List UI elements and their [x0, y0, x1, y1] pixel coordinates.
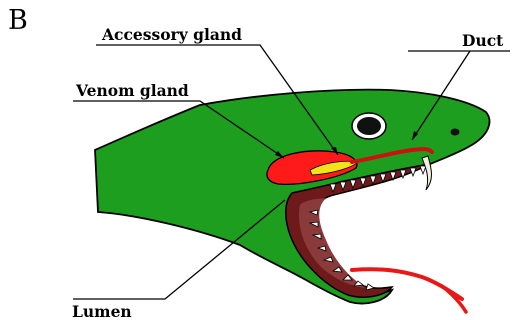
label-venom-gland: Venom gland [75, 81, 189, 100]
label-duct: Duct [462, 31, 504, 50]
label-lumen: Lumen [72, 302, 132, 320]
eye [352, 113, 386, 139]
nostril [451, 129, 460, 136]
panel-label: B [8, 5, 28, 36]
label-accessory-gland: Accessory gland [101, 25, 242, 44]
